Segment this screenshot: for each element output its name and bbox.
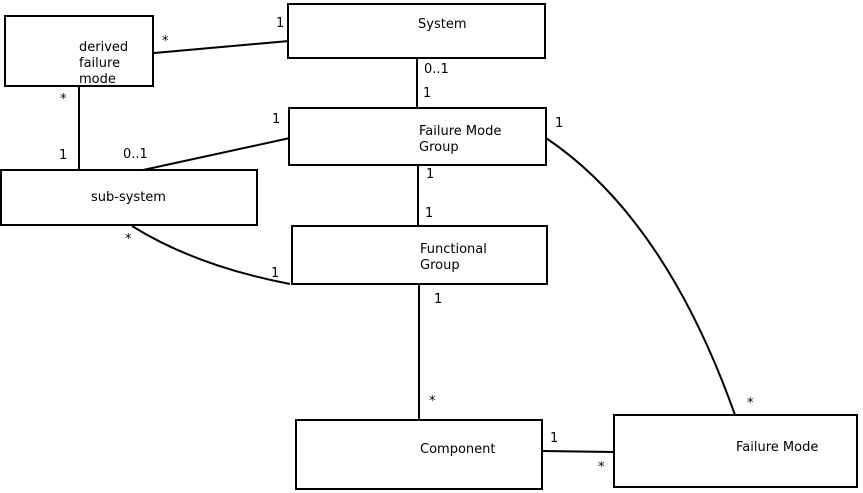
multiplicity-functional-group-component-star: * (429, 394, 436, 409)
multiplicity-derived-failure-mode-sub-system-one: 1 (59, 148, 68, 163)
class-box-derived-failure-mode: derived failure mode (4, 15, 154, 87)
class-box-sub-system: sub-system (0, 169, 258, 226)
class-box-failure-mode-group-label: Failure Mode Group (419, 124, 501, 156)
class-box-functional-group-label: Functional Group (420, 242, 487, 274)
multiplicity-sub-system-functional-group-one: 1 (271, 266, 280, 281)
class-name-line: Failure Mode (736, 440, 819, 455)
assoc-line-failure-mode-group-failure-mode (545, 137, 736, 416)
multiplicity-failure-mode-group-functional-group-one-top: 1 (426, 167, 435, 182)
class-name-line: Group (420, 258, 460, 273)
class-box-component-label: Component (420, 442, 495, 458)
class-name-line: System (418, 17, 467, 32)
class-box-system-label: System (418, 17, 466, 33)
multiplicity-system-failure-mode-group-zero-one: 0..1 (424, 62, 449, 77)
class-box-derived-failure-mode-label: derived failure mode (79, 40, 128, 88)
multiplicity-derived-failure-mode-sub-system-star: * (60, 92, 67, 107)
multiplicity-derived-failure-mode-system-one: 1 (276, 16, 285, 31)
multiplicity-component-failure-mode-one: 1 (550, 431, 559, 446)
class-name-line: failure (79, 56, 121, 71)
assoc-line-sub-system-functional-group (131, 225, 291, 285)
assoc-line-derived-failure-mode-system (153, 40, 290, 54)
multiplicity-failure-mode-group-failure-mode-star: * (747, 396, 754, 411)
multiplicity-failure-mode-group-functional-group-one-bottom: 1 (425, 206, 434, 221)
multiplicity-derived-failure-mode-system-star: * (162, 34, 169, 49)
multiplicity-failure-mode-group-sub-system-zero-one: 0..1 (123, 147, 148, 162)
class-box-failure-mode: Failure Mode (613, 414, 858, 488)
assoc-line-component-failure-mode (541, 450, 615, 453)
class-name-line: Group (419, 140, 459, 155)
multiplicity-functional-group-component-one: 1 (434, 292, 443, 307)
class-name-line: Failure Mode (419, 124, 502, 139)
class-name-line: Functional (420, 242, 487, 257)
class-box-failure-mode-group: Failure Mode Group (288, 107, 547, 166)
class-box-component: Component (295, 419, 543, 490)
class-box-system: System (287, 3, 546, 59)
class-name-line: mode (79, 72, 116, 87)
class-box-failure-mode-label: Failure Mode (736, 440, 818, 456)
multiplicity-system-failure-mode-group-one: 1 (423, 86, 432, 101)
multiplicity-failure-mode-group-sub-system-one: 1 (272, 112, 281, 127)
class-name-line: Component (420, 442, 496, 457)
multiplicity-component-failure-mode-star: * (598, 460, 605, 475)
multiplicity-sub-system-functional-group-star: * (125, 232, 132, 247)
class-name-line: derived (79, 40, 129, 55)
multiplicity-failure-mode-group-failure-mode-one: 1 (555, 116, 564, 131)
class-name-line: sub-system (91, 190, 166, 205)
class-box-functional-group: Functional Group (291, 225, 548, 285)
assoc-line-failure-mode-group-sub-system (142, 137, 291, 171)
class-box-sub-system-label: sub-system (91, 190, 166, 206)
